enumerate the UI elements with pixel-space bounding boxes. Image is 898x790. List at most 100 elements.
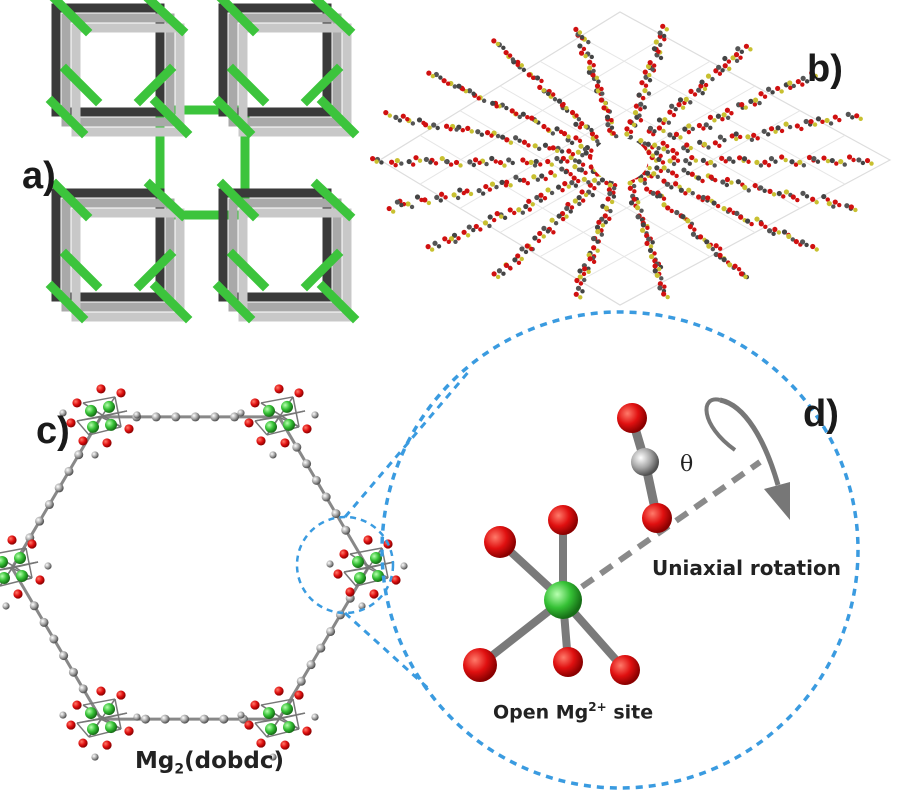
atom-dot (655, 273, 660, 278)
atom-dot (457, 187, 462, 192)
open-site-base: Open Mg (493, 701, 588, 723)
atom-dot (583, 171, 587, 175)
atom-dot (773, 159, 777, 163)
atom-dot (587, 65, 592, 70)
atom-dot (697, 140, 702, 145)
atom-dot (595, 139, 599, 143)
atom-dot (720, 117, 724, 121)
magnesium-atom (85, 707, 97, 719)
atom-dot (586, 270, 590, 274)
atom-dot (546, 92, 550, 96)
atom-dot (827, 201, 832, 206)
oxygen-atom (294, 690, 303, 699)
atom-dot (564, 170, 568, 174)
atom-dot (801, 76, 806, 81)
atom-dot (573, 122, 578, 127)
atom-dot (387, 206, 392, 211)
atom-dot (737, 267, 741, 271)
atom-dot (383, 110, 388, 115)
atom-dot (461, 128, 465, 132)
atom-dot (647, 166, 651, 170)
atom-dot (610, 125, 614, 129)
atom-dot (722, 138, 726, 142)
atom-dot (644, 83, 648, 87)
atom-dot (802, 163, 806, 167)
atom-dot (717, 253, 722, 258)
atom-dot (426, 244, 431, 249)
atom-dot (769, 126, 774, 131)
panel-label-b: b) (807, 48, 843, 91)
oxygen-atom (116, 690, 125, 699)
atom-dot (706, 244, 711, 249)
atom-dot (734, 52, 739, 57)
oxygen-atom (256, 738, 265, 747)
atom-dot (559, 166, 564, 171)
atom-dot (815, 247, 819, 251)
atom-dot (512, 257, 517, 262)
atom-dot (652, 46, 657, 51)
atom-dot (751, 133, 756, 138)
atom-dot (659, 276, 663, 280)
atom-dot (737, 155, 742, 160)
atom-dot (686, 188, 691, 193)
atom-dot (674, 174, 678, 178)
atom-dot (762, 189, 766, 193)
oxygen-atom (294, 388, 303, 397)
oxygen-atom (610, 655, 640, 685)
atom-dot (859, 117, 863, 121)
atom-dot (506, 157, 511, 162)
atom-dot (391, 209, 395, 213)
atom-dot (708, 160, 713, 165)
atom-dot (574, 278, 579, 283)
atom-dot (471, 228, 475, 232)
atom-dot (410, 205, 414, 209)
atom-dot (574, 292, 579, 297)
carbon-atom (141, 715, 150, 724)
atom-dot (763, 95, 767, 99)
atom-dot (453, 240, 457, 244)
atom-dot (477, 188, 482, 193)
atom-dot (570, 110, 575, 115)
atom-dot (722, 257, 727, 262)
atom-dot (729, 180, 733, 184)
atom-dot (503, 216, 507, 220)
atom-dot (833, 114, 838, 119)
carbon-atom (210, 412, 219, 421)
atom-dot (521, 211, 525, 215)
carbon-atom (44, 562, 51, 569)
atom-dot (665, 27, 669, 31)
oxygen-atom (27, 539, 36, 548)
atom-dot (462, 191, 466, 195)
oxygen-atom (244, 720, 253, 729)
atom-dot (722, 56, 727, 61)
atom-dot (417, 117, 422, 122)
atom-dot (587, 60, 592, 65)
atom-dot (851, 158, 855, 162)
carbon-atom (292, 443, 301, 452)
atom-dot (504, 138, 508, 142)
atom-dot (800, 239, 805, 244)
atom-dot (435, 126, 439, 130)
atom-dot (520, 157, 525, 162)
atom-dot (485, 130, 490, 135)
atom-dot (454, 127, 458, 131)
atom-dot (805, 194, 809, 198)
oxygen-atom (102, 740, 111, 749)
atom-dot (830, 158, 835, 163)
atom-dot (595, 83, 600, 88)
atom-dot (379, 160, 383, 164)
atom-dot (777, 230, 781, 234)
atom-dot (666, 169, 670, 173)
atom-dot (771, 232, 775, 236)
atom-dot (797, 160, 802, 165)
atom-dot (517, 261, 521, 265)
atom-dot (446, 81, 450, 85)
atom-dot (653, 268, 658, 273)
atom-dot (658, 154, 662, 158)
atom-dot (772, 192, 776, 196)
carbon-atom (269, 451, 276, 458)
atom-dot (701, 195, 706, 200)
atom-dot (850, 115, 854, 119)
atom-dot (639, 80, 644, 85)
atom-dot (582, 266, 587, 271)
